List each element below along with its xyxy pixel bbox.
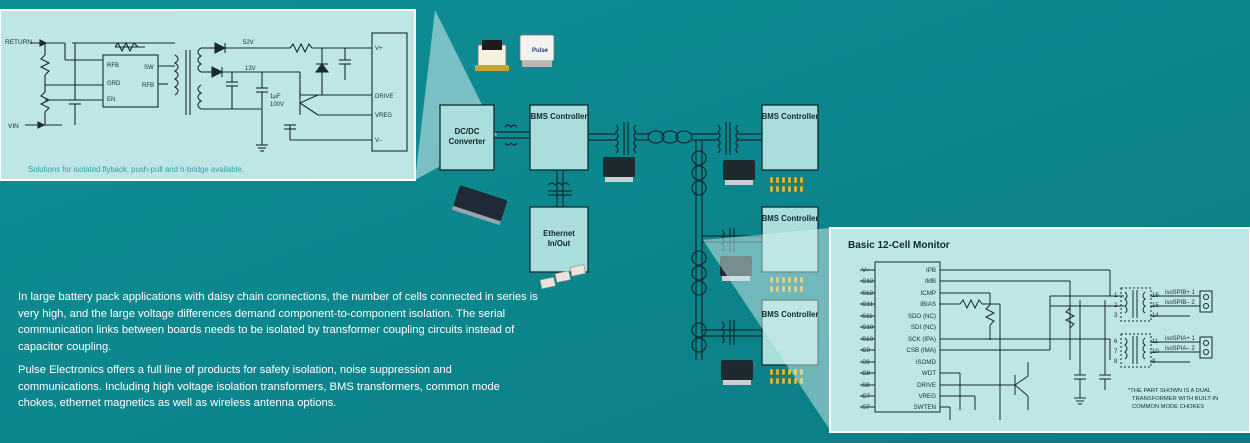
monitor-left-pins: V+ C12 S12 C11 S11 C10 S10 C9 S9 C8 S8 C…: [862, 267, 874, 411]
return-label: RETURN: [5, 39, 32, 46]
pin-s12: S12: [862, 290, 874, 297]
component-images: [451, 34, 755, 385]
svg-text:isoSPIB+ 1: isoSPIB+ 1: [1165, 290, 1196, 296]
pin-imb: IMB: [925, 278, 936, 285]
cell-stacks: [769, 176, 804, 385]
ic-pin-sw: SW: [144, 65, 154, 71]
dcdc-module-image: [451, 185, 508, 226]
pin-sck: SCK (IPA): [908, 336, 936, 343]
bms-main-block: [529, 104, 589, 171]
smd-transformer-image-2: [519, 34, 555, 67]
body-paragraph-2: Pulse Electronics offers a full line of …: [18, 364, 500, 409]
body-paragraph-1: In large battery pack applications with …: [18, 291, 538, 353]
pin-s7: S7: [862, 404, 870, 411]
pin-icmp: ICMP: [921, 290, 936, 297]
pin-c11: C11: [862, 301, 873, 308]
bms-transformer-image: [603, 157, 635, 182]
smd-transformer-image: [475, 40, 509, 71]
bms-1-label: BMS Controller: [762, 112, 819, 121]
bms-3-label: BMS Controller: [762, 310, 819, 319]
pin-c8: C8: [862, 370, 870, 377]
drv-pin-vminus: V–: [375, 138, 383, 144]
transformer-pin-numbers: 1 2 3 16 15 14 6 7 8 11 10 9: [1114, 293, 1159, 365]
pin-ibias: IBIAS: [920, 301, 936, 308]
cap-voltage-label: 100V: [270, 102, 284, 108]
pin-s11: S11: [862, 313, 873, 320]
ic-pin-grd: GRD: [107, 81, 121, 87]
ic-pin-rfb: RFB: [107, 63, 119, 69]
bms-transformer-image-4: [721, 360, 753, 385]
svg-text:3: 3: [1114, 313, 1118, 319]
svg-text:8: 8: [1114, 359, 1118, 365]
svg-text:COMMON MODE CHOKES: COMMON MODE CHOKES: [1132, 404, 1204, 410]
drv-pin-vreg: VREG: [375, 113, 392, 119]
pin-isomd: ISOMD: [916, 359, 937, 366]
pin-c10: C10: [862, 324, 874, 331]
v52-label: 52V: [243, 40, 254, 46]
bms-main-label: BMS Controller: [531, 112, 588, 121]
svg-text:14: 14: [1152, 313, 1159, 319]
pin-c7: C7: [862, 393, 870, 400]
pin-sdo: SDO (NC): [908, 313, 936, 320]
pin-sdi: SDI (NC): [911, 324, 936, 331]
bms-1-block: [761, 104, 819, 171]
pin-c12: C12: [862, 278, 874, 285]
pin-vreg: VREG: [918, 393, 936, 400]
svg-text:16: 16: [1152, 293, 1159, 299]
drv-pin-vplus: V+: [375, 46, 383, 52]
svg-text:7: 7: [1114, 349, 1118, 355]
flyback-panel: [0, 9, 497, 181]
flyback-caption: Solutions for isolated flyback, push-pul…: [28, 165, 244, 174]
pin-swten: SWTEN: [914, 404, 936, 411]
svg-text:*THE PART SHOWN IS A DUAL: *THE PART SHOWN IS A DUAL: [1128, 388, 1212, 394]
vin-label: VIN: [8, 123, 19, 130]
monitor-right-pins: IPB IMB ICMP IBIAS SDO (NC) SDI (NC) SCK…: [906, 267, 936, 411]
brand-logo: Pulse: [532, 48, 549, 54]
svg-text:TRANSFORMER WITH BUILT-IN: TRANSFORMER WITH BUILT-IN: [1132, 396, 1218, 402]
pin-wdt: WDT: [922, 370, 936, 377]
dcdc-block: [439, 104, 495, 171]
daisy-chain-wiring: [494, 122, 762, 360]
ic-pin-rfb-2: RFB: [142, 83, 154, 89]
bms-transformer-image-2: [723, 160, 755, 185]
monitor-note: *THE PART SHOWN IS A DUAL TRANSFORMER WI…: [1128, 388, 1218, 410]
isospi-labels: isoSPIB+ 1 isoSPIB– 2 isoSPIA+ 1 isoSPIA…: [1165, 290, 1196, 352]
pin-c9: C9: [862, 347, 870, 354]
svg-text:1: 1: [1114, 293, 1118, 299]
ic-pin-en: EN: [107, 97, 115, 103]
svg-text:isoSPIB– 2: isoSPIB– 2: [1165, 300, 1195, 306]
svg-text:isoSPIA– 2: isoSPIA– 2: [1165, 346, 1195, 352]
monitor-panel: [703, 227, 1250, 433]
pin-ipb: IPB: [926, 267, 936, 274]
pin-s10: S10: [862, 336, 874, 343]
pin-s9: S9: [862, 359, 870, 366]
svg-text:2: 2: [1114, 303, 1118, 309]
ethernet-magnetics-image: [539, 264, 586, 290]
pin-vplus: V+: [862, 267, 870, 274]
cap-label: 1µF: [270, 94, 281, 100]
v13-label: 13V: [245, 66, 256, 72]
svg-text:9: 9: [1152, 359, 1156, 365]
svg-text:isoSPIA+ 1: isoSPIA+ 1: [1165, 336, 1196, 342]
pin-s8: S8: [862, 382, 870, 389]
svg-text:10: 10: [1152, 349, 1159, 355]
monitor-title: Basic 12-Cell Monitor: [848, 240, 950, 251]
pin-drive: DRIVE: [917, 382, 936, 389]
svg-text:15: 15: [1152, 303, 1159, 309]
ethernet-block: [529, 206, 589, 273]
drv-pin-drive: DRIVE: [375, 94, 393, 100]
svg-text:6: 6: [1114, 339, 1118, 345]
bms-2-label: BMS Controller: [762, 214, 819, 223]
svg-text:11: 11: [1152, 339, 1159, 345]
pin-csb: CSB (IMA): [906, 347, 936, 354]
